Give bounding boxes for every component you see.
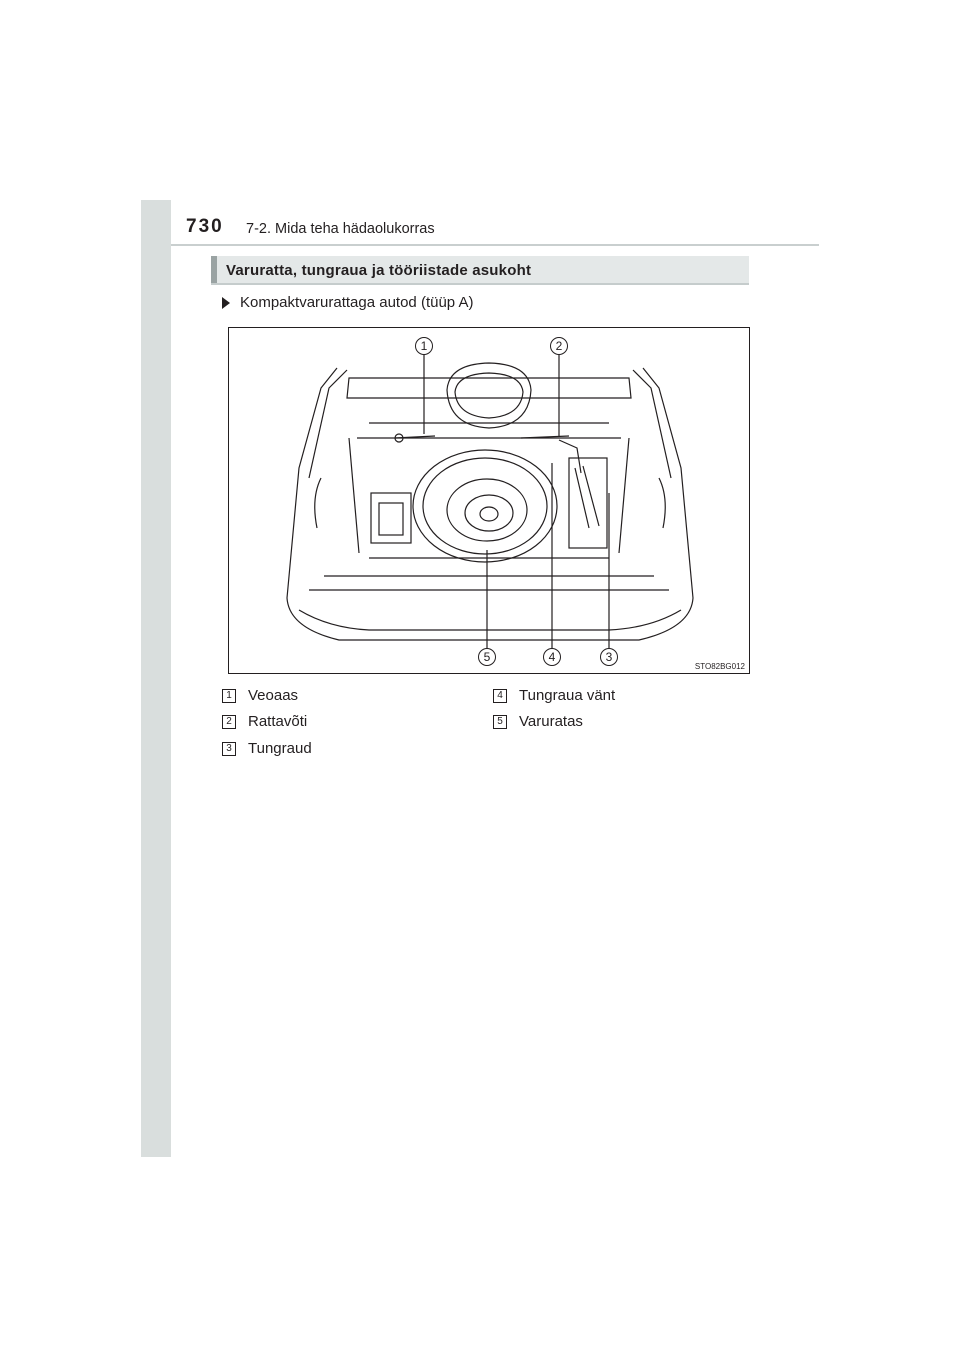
legend-number-badge: 1	[222, 688, 236, 703]
page-number: 730	[186, 216, 224, 237]
section-header-bar	[211, 256, 749, 285]
section-title: Varuratta, tungraua ja tööriistade asuko…	[226, 262, 532, 279]
section-accent	[211, 256, 217, 283]
legend-label: Tungraua vänt	[519, 687, 616, 704]
legend-label: Veoaas	[248, 687, 299, 704]
subsection-heading: Kompaktvarurattaga autod (tüüp A)	[222, 294, 473, 311]
callout-5: 5	[478, 648, 496, 666]
legend-item-3: 3 Tungraud	[222, 740, 312, 757]
legend-label: Rattavõti	[248, 713, 308, 730]
callout-2: 2	[550, 337, 568, 355]
legend-number-badge: 4	[493, 688, 507, 703]
legend-label: Varuratas	[519, 713, 583, 730]
callout-4: 4	[543, 648, 561, 666]
subsection-label: Kompaktvarurattaga autod (tüüp A)	[240, 294, 474, 311]
legend-label: Tungraud	[248, 740, 312, 757]
header-rule	[171, 244, 819, 246]
legend-number-badge: 5	[493, 714, 507, 729]
callout-1: 1	[415, 337, 433, 355]
triangle-bullet-icon	[222, 296, 230, 309]
side-margin-band	[141, 200, 171, 1157]
legend-number-badge: 3	[222, 741, 236, 756]
legend-item-2: 2 Rattavõti	[222, 713, 307, 730]
figure-code: STO82BG012	[694, 662, 745, 671]
trunk-drawing	[286, 354, 694, 650]
legend-item-1: 1 Veoaas	[222, 687, 298, 704]
legend-item-4: 4 Tungraua vänt	[493, 687, 615, 704]
trunk-illustration: 1 2 3 4 5 STO82BG012	[228, 327, 750, 674]
legend-number-badge: 2	[222, 714, 236, 729]
legend-item-5: 5 Varuratas	[493, 713, 583, 730]
callout-3: 3	[600, 648, 618, 666]
chapter-title: 7-2. Mida teha hädaolukorras	[246, 221, 435, 237]
